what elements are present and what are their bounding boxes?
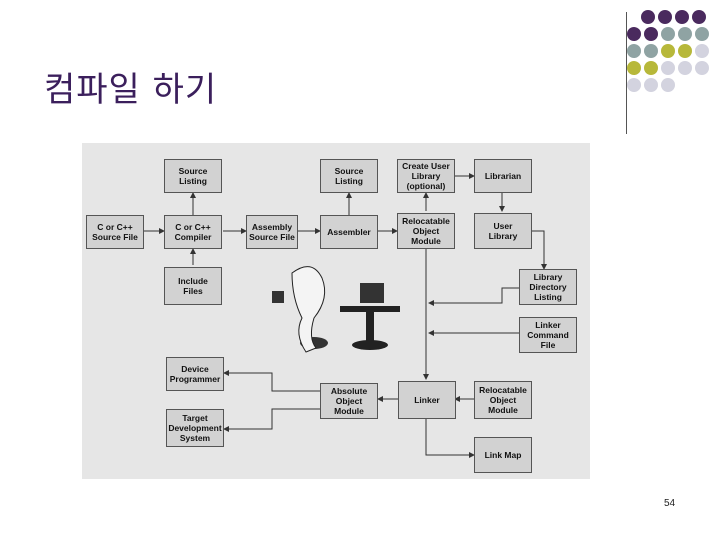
absolute-object-module-box: Absolute Object Module	[320, 383, 378, 419]
librarian-box: Librarian	[474, 159, 532, 193]
relocatable-object-module-out-box: Relocatable Object Module	[474, 381, 532, 419]
decorative-dot	[695, 27, 709, 41]
decorative-dot	[692, 10, 706, 24]
include-files-box: Include Files	[164, 267, 222, 305]
source-listing-2-box: Source Listing	[320, 159, 378, 193]
c-compiler-box: C or C++ Compiler	[164, 215, 222, 249]
c-source-file-box: C or C++ Source File	[86, 215, 144, 249]
decorative-dot	[627, 44, 641, 58]
link-map-box: Link Map	[474, 437, 532, 473]
decorative-dot	[627, 78, 641, 92]
decorative-dot	[678, 61, 692, 75]
divider-line	[626, 12, 627, 134]
decorative-dot	[644, 61, 658, 75]
decorative-dot	[695, 61, 709, 75]
diagram-connectors	[144, 173, 547, 458]
slide-title: 컴파일 하기	[44, 70, 218, 110]
decorative-dot	[627, 27, 641, 41]
assembler-box: Assembler	[320, 215, 378, 249]
decorative-dot	[678, 44, 692, 58]
decorative-dot-grid	[627, 10, 709, 92]
assembly-source-box: Assembly Source File	[246, 215, 298, 249]
decorative-dot	[695, 44, 709, 58]
relocatable-object-module-box: Relocatable Object Module	[397, 213, 455, 249]
compile-flow-diagram: Source Listing C or C++ Source File C or…	[82, 143, 590, 479]
source-listing-box: Source Listing	[164, 159, 222, 193]
decorative-dot	[661, 27, 675, 41]
user-library-box: User Library	[474, 213, 532, 249]
decorative-dot	[658, 10, 672, 24]
decorative-dot	[644, 44, 658, 58]
library-directory-listing-box: Library Directory Listing	[519, 269, 577, 305]
linker-command-file-box: Linker Command File	[519, 317, 577, 353]
device-programmer-box: Device Programmer	[166, 357, 224, 391]
target-development-system-box: Target Development System	[166, 409, 224, 447]
decorative-dot	[661, 78, 675, 92]
create-user-library-box: Create User Library (optional)	[397, 159, 455, 193]
decorative-dot	[644, 27, 658, 41]
cartoon-figure	[272, 266, 400, 353]
decorative-dot	[627, 61, 641, 75]
linker-box: Linker	[398, 381, 456, 419]
decorative-dot	[644, 78, 658, 92]
page-number: 54	[664, 498, 676, 509]
decorative-dot	[641, 10, 655, 24]
decorative-dot	[661, 44, 675, 58]
decorative-dot	[678, 27, 692, 41]
decorative-dot	[675, 10, 689, 24]
decorative-dot	[661, 61, 675, 75]
